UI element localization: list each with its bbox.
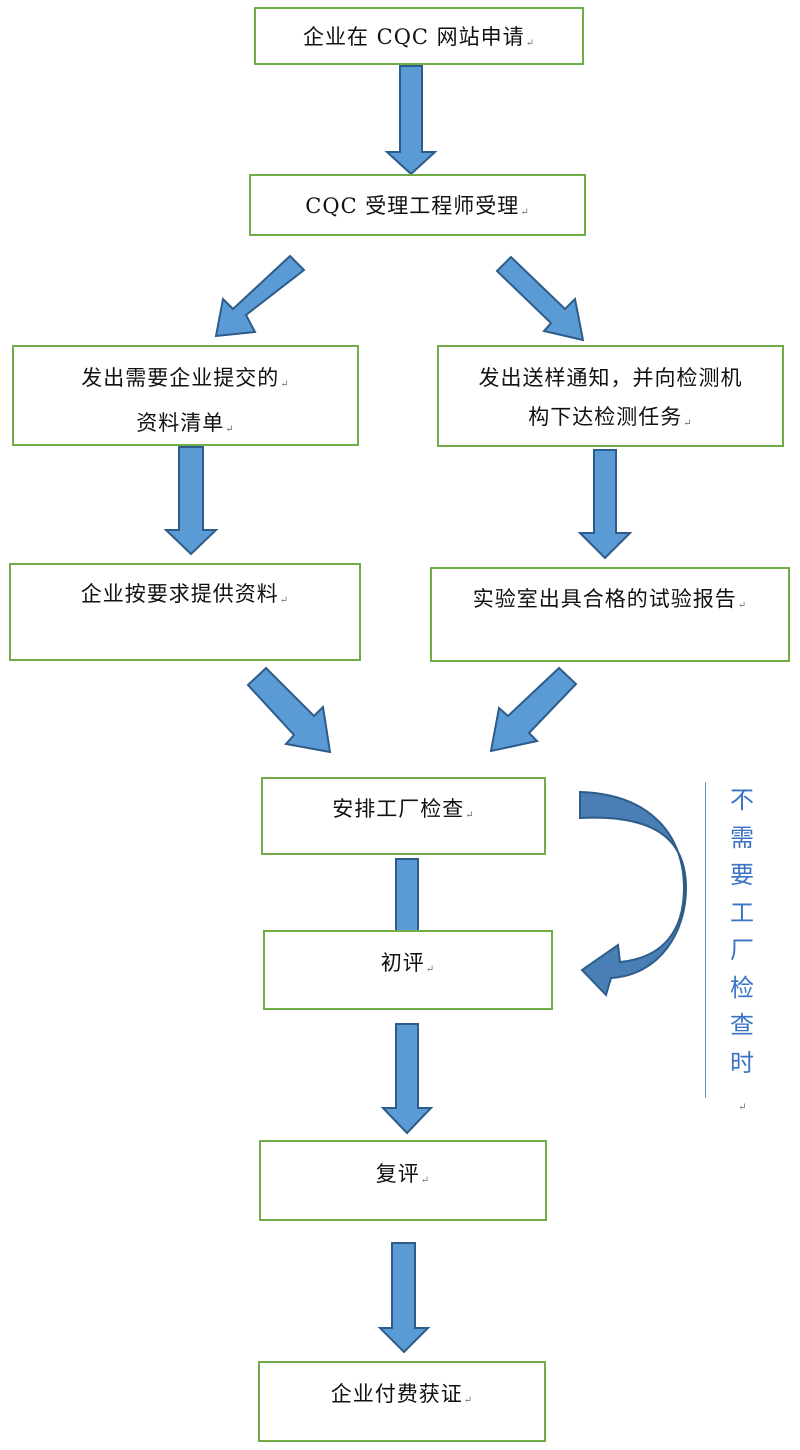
side-note-char: 检 xyxy=(730,973,754,1002)
step-accept: CQC 受理工程师受理↵ xyxy=(249,174,586,236)
side-note-char: 厂 xyxy=(730,936,754,964)
arrow-down xyxy=(577,449,633,560)
step-apply: 企业在 CQC 网站申请↵ xyxy=(254,7,584,65)
side-note-char: 需 xyxy=(730,823,754,852)
arrow-down-left xyxy=(214,254,306,338)
step-provide-docs-label: 企业按要求提供资料 xyxy=(80,582,279,606)
step-factory-inspection-label: 安排工厂检查 xyxy=(332,797,465,821)
paragraph-mark: ↵ xyxy=(425,964,436,975)
step-initial-review: 初评↵ xyxy=(263,930,553,1010)
step-doc-list: 发出需要企业提交的↵ 资料清单↵ xyxy=(12,345,359,446)
step-re-review-label: 复评 xyxy=(375,1162,420,1186)
side-note-char: 时↵ xyxy=(730,1048,754,1114)
step-doc-list-line-2: 资料清单↵ xyxy=(136,411,235,435)
side-note-char: 查 xyxy=(730,1011,754,1039)
step-provide-docs: 企业按要求提供资料↵ xyxy=(9,563,361,661)
paragraph-mark: ↵ xyxy=(463,1395,474,1406)
paragraph-mark: ↵ xyxy=(737,600,748,611)
arrow-down xyxy=(163,446,219,556)
arrow-down xyxy=(377,1242,431,1354)
step-lab-report-label: 实验室出具合格的试验报告 xyxy=(472,587,737,611)
paragraph-mark: ↵ xyxy=(279,595,290,606)
arrow-down xyxy=(384,65,438,176)
paragraph-mark: ↵ xyxy=(465,810,475,821)
connector-bar xyxy=(395,858,419,932)
side-note: 不 需 要 工 厂 检 查 时↵ xyxy=(727,782,757,1127)
side-note-divider xyxy=(705,782,706,1098)
arrow-down-right xyxy=(246,666,332,754)
step-sample-notice-line-2: 构下达检测任务↵ xyxy=(528,405,693,429)
side-note-char: 要 xyxy=(730,861,754,889)
paragraph-mark: ↵ xyxy=(520,207,530,218)
step-sample-notice-line-1: 发出送样通知，并向检测机 xyxy=(478,366,743,390)
paragraph-mark: ↵ xyxy=(525,38,536,49)
bypass-curved-arrow xyxy=(579,790,688,997)
side-note-char: 不 xyxy=(730,786,754,814)
step-sample-notice: 发出送样通知，并向检测机 构下达检测任务↵ xyxy=(437,345,784,447)
step-apply-label: 企业在 CQC 网站申请 xyxy=(302,25,525,49)
arrow-down-right xyxy=(495,255,585,342)
side-note-char: 工 xyxy=(730,898,754,927)
step-lab-report: 实验室出具合格的试验报告↵ xyxy=(430,567,790,662)
step-pay-certify: 企业付费获证↵ xyxy=(258,1361,546,1442)
paragraph-mark: ↵ xyxy=(420,1175,431,1186)
step-initial-review-label: 初评 xyxy=(380,951,425,975)
step-pay-certify-label: 企业付费获证 xyxy=(330,1382,463,1406)
arrow-down-left xyxy=(489,666,578,753)
step-re-review: 复评↵ xyxy=(259,1140,547,1221)
step-accept-label: CQC 受理工程师受理 xyxy=(305,194,520,218)
step-doc-list-line-1: 发出需要企业提交的↵ xyxy=(81,366,290,390)
arrow-down xyxy=(380,1023,434,1135)
step-factory-inspection: 安排工厂检查↵ xyxy=(261,777,546,855)
